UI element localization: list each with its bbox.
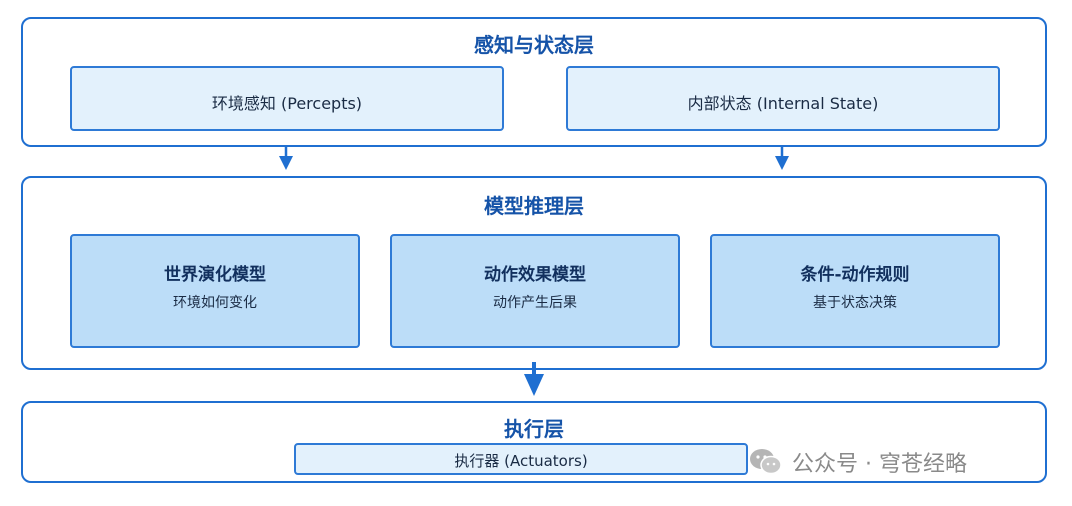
perception-layer: 感知与状态层 环境感知 (Percepts) 内部状态 (Internal St… xyxy=(21,17,1047,147)
world-evolution-model-sub: 环境如何变化 xyxy=(173,295,257,311)
condition-action-rules-heading: 条件-动作规则 xyxy=(800,265,910,285)
action-effect-model-sub: 动作产生后果 xyxy=(493,295,577,311)
watermark-text: 公众号 · 穹苍经略 xyxy=(792,452,967,477)
execution-layer: 执行层 执行器 (Actuators) xyxy=(21,401,1047,483)
actuators-label: 执行器 (Actuators) xyxy=(454,452,588,470)
percepts-label: 环境感知 (Percepts) xyxy=(211,94,363,113)
model-layer: 模型推理层 世界演化模型 环境如何变化 动作效果模型 动作产生后果 条件-动作规… xyxy=(21,176,1047,370)
action-effect-model-heading: 动作效果模型 xyxy=(484,265,586,285)
world-evolution-model-box: 世界演化模型 环境如何变化 xyxy=(70,234,360,348)
condition-action-rules-sub: 基于状态决策 xyxy=(813,295,897,311)
watermark: 公众号 · 穹苍经略 xyxy=(748,444,967,480)
execution-layer-title: 执行层 xyxy=(504,417,564,441)
action-effect-model-box: 动作效果模型 动作产生后果 xyxy=(390,234,680,348)
arrow-percepts-to-model xyxy=(279,147,293,170)
actuators-box: 执行器 (Actuators) xyxy=(294,443,748,475)
world-evolution-model-heading: 世界演化模型 xyxy=(164,265,266,285)
percepts-box: 环境感知 (Percepts) xyxy=(70,66,504,131)
internal-state-box: 内部状态 (Internal State) xyxy=(566,66,1000,131)
internal-state-label: 内部状态 (Internal State) xyxy=(687,94,879,113)
perception-layer-title: 感知与状态层 xyxy=(474,33,594,57)
condition-action-rules-box: 条件-动作规则 基于状态决策 xyxy=(710,234,1000,348)
model-layer-title: 模型推理层 xyxy=(484,194,584,218)
wechat-icon xyxy=(750,449,782,475)
arrow-state-to-model xyxy=(775,147,789,170)
